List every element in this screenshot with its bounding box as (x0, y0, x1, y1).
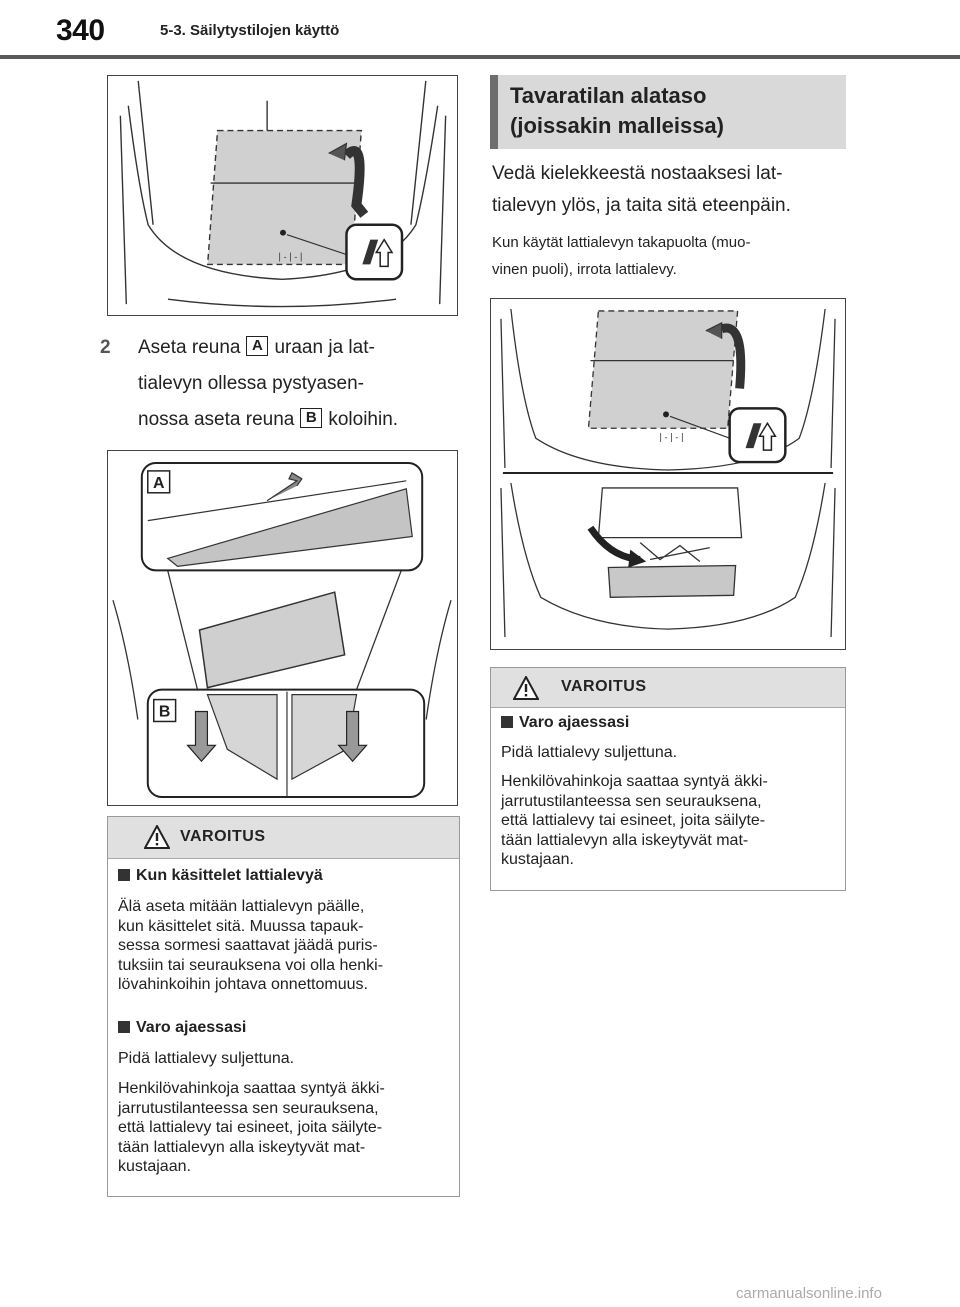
warning-line: Henkilövahinkoja saattaa syntyä äkki- (501, 773, 768, 790)
page-header: 340 5-3. Säilytystilojen käyttö (0, 0, 960, 59)
warning-line: lövahinkoihin johtava onnettomuus. (118, 976, 368, 993)
illustration-lower-floor: |-|-| (500, 308, 836, 638)
figure-lower-floor: |-|-| (490, 298, 846, 650)
heading-line-2: (joissakin malleissa) (510, 113, 724, 138)
figure-insert-board: A B (107, 450, 458, 806)
warning-paragraph: Pidä lattialevy suljettuna. (501, 744, 678, 761)
warning-title: VAROITUS (180, 828, 266, 845)
warning-paragraph: Henkilövahinkoja saattaa syntyä äkki-jar… (118, 1079, 385, 1177)
warning-line: kun käsittelet sitä. Muussa tapauk- (118, 917, 364, 935)
warning-title: VAROITUS (561, 678, 647, 695)
callout-a: A (246, 336, 269, 356)
warning-item-title: Varo ajaessasi (118, 1019, 246, 1037)
warning-item-title: Varo ajaessasi (501, 714, 629, 732)
note-line-1: Kun käytät lattialevyn takapuolta (muo- (492, 234, 751, 251)
warning-line: Älä aseta mitään lattialevyn päälle, (118, 898, 365, 915)
warning-paragraph: Henkilövahinkoja saattaa syntyä äkki-jar… (501, 772, 768, 870)
warning-line: Henkilövahinkoja saattaa syntyä äkki- (118, 1080, 385, 1097)
note-line-2: vinen puoli), irrota lattialevy. (492, 261, 677, 278)
step-text: nossa aseta reuna (138, 409, 295, 430)
callout-b: B (300, 408, 323, 428)
bullet-square-icon (501, 716, 513, 728)
warning-triangle-icon (513, 676, 539, 700)
warning-line: että lattialevy tai esineet, joita säily… (501, 812, 766, 829)
warning-box-right: VAROITUS Varo ajaessasi Pidä lattialevy … (490, 667, 846, 891)
illustration-trunk-board-lift: |-|-| (119, 80, 447, 308)
watermark: carmanualsonline.info (736, 1285, 882, 1302)
warning-paragraph: Pidä lattialevy suljettuna. (118, 1050, 295, 1067)
warning-box-left: VAROITUS Kun käsittelet lattialevyä Älä … (107, 816, 460, 1197)
section-heading: Tavaratilan alataso (joissakin malleissa… (490, 75, 846, 149)
svg-text:|-|-|: |-|-| (277, 252, 304, 262)
warning-line: tään lattialevyn alla iskeytyvät mat- (501, 831, 749, 849)
warning-paragraph: Älä aseta mitään lattialevyn päälle, kun … (118, 897, 383, 995)
section-title: 5-3. Säilytystilojen käyttö (160, 22, 340, 39)
bullet-square-icon (118, 869, 130, 881)
figure-lift-floorboard: |-|-| (107, 75, 458, 316)
warning-line: tuksiin tai seurauksena voi olla henki- (118, 956, 384, 974)
illustration-board-insert: A B (112, 461, 452, 799)
warning-header: VAROITUS (491, 668, 845, 708)
warning-line: jarrutustilanteessa sen seurauksena, (501, 792, 762, 810)
step-text: uraan ja lat- (274, 337, 375, 358)
page-number: 340 (56, 14, 105, 47)
step-number: 2 (100, 337, 111, 358)
bullet-square-icon (118, 1021, 130, 1033)
step-line-2: tialevyn ollessa pystyasen- (138, 373, 364, 394)
warning-line: kustajaan. (501, 851, 574, 868)
heading-line-1: Tavaratilan alataso (510, 83, 707, 108)
instruction-line-1: Vedä kielekkeestä nostaaksesi lat- (492, 163, 783, 184)
warning-item-text: Varo ajaessasi (136, 1019, 247, 1036)
header-rule (0, 55, 960, 59)
warning-line: että lattialevy tai esineet, joita säily… (118, 1119, 383, 1136)
step-text: koloihin. (328, 409, 399, 430)
warning-line: jarrutustilanteessa sen seurauksena, (118, 1099, 379, 1117)
svg-text:|-|-|: |-|-| (658, 433, 685, 443)
warning-item-title: Kun käsittelet lattialevyä (118, 867, 323, 885)
warning-line: kustajaan. (118, 1158, 191, 1175)
instruction-line-2: tialevyn ylös, ja taita sitä eteenpäin. (492, 195, 791, 216)
warning-item-text: Varo ajaessasi (519, 714, 630, 731)
warning-triangle-icon (144, 825, 170, 849)
warning-line: sessa sormesi saattavat jäädä puris- (118, 937, 378, 954)
warning-item-text: Kun käsittelet lattialevyä (136, 867, 323, 884)
warning-line: tään lattialevyn alla iskeytyvät mat- (118, 1138, 366, 1156)
figure-callout-a: A (153, 475, 165, 492)
figure-callout-b: B (159, 703, 170, 720)
warning-header: VAROITUS (108, 817, 459, 859)
step-text: Aseta reuna (138, 337, 241, 358)
